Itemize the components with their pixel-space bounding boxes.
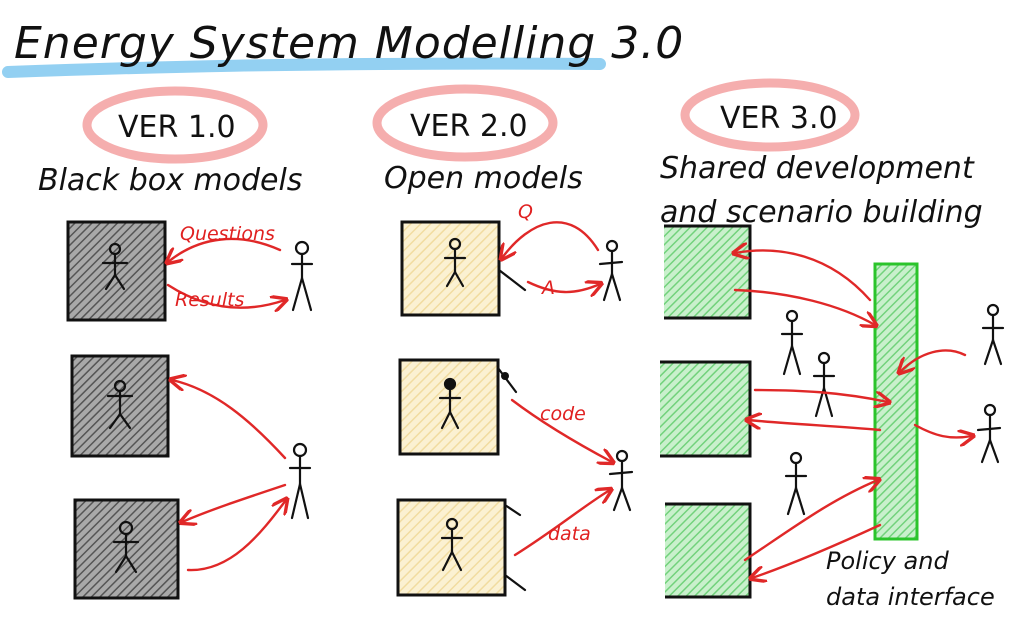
user-figure-1 <box>290 240 314 312</box>
arrow-shared-3b <box>752 523 882 578</box>
user-figure-3 <box>598 239 624 302</box>
label-results: Results <box>175 289 245 311</box>
shared-model-1 <box>664 224 752 320</box>
user-figure-7 <box>784 451 808 516</box>
arrow-shared-3a <box>743 480 878 562</box>
user-figure-6 <box>812 351 836 418</box>
arrow-q <box>502 221 600 258</box>
version-label-3: VER 3.0 <box>720 101 838 136</box>
arrow-a <box>526 282 600 292</box>
label-questions: Questions <box>180 223 275 245</box>
open-model-2 <box>398 358 518 456</box>
column-subtitle-1: Black box models <box>38 163 302 198</box>
column-subtitle-3-line1: Shared development <box>660 151 975 186</box>
black-box-model-3 <box>73 498 180 600</box>
shared-model-3 <box>665 502 752 599</box>
user-figure-4 <box>608 449 634 512</box>
interface-label-line2: data interface <box>826 583 995 611</box>
arrow-shared-1a <box>735 250 872 302</box>
arrow-shared-out <box>913 423 972 438</box>
arrow-shared-2b <box>748 420 882 432</box>
label-code: code <box>540 403 586 425</box>
user-figure-9 <box>976 403 1002 464</box>
title-underline <box>2 57 606 78</box>
user-figure-2 <box>288 442 312 520</box>
arrow-black-3a <box>182 483 287 522</box>
label-data: data <box>548 523 591 545</box>
user-figure-5 <box>780 309 804 376</box>
user-figure-8 <box>981 303 1005 366</box>
version-ellipse-3 <box>680 78 860 152</box>
arrow-black-3b <box>186 500 286 572</box>
open-model-3 <box>396 498 527 597</box>
version-label-2: VER 2.0 <box>410 109 528 144</box>
arrow-black-2 <box>172 380 287 460</box>
arrow-shared-in <box>900 349 967 372</box>
shared-model-2 <box>660 360 752 458</box>
version-ellipse-2 <box>372 84 558 162</box>
arrow-results <box>166 283 285 308</box>
open-model-1 <box>400 220 527 317</box>
interface-label-line1: Policy and <box>826 547 949 575</box>
modeller-figure <box>101 242 129 291</box>
arrow-code <box>510 398 612 462</box>
arrow-shared-2a <box>753 388 888 402</box>
version-label-1: VER 1.0 <box>118 110 236 145</box>
column-subtitle-2: Open models <box>384 161 583 196</box>
arrow-data <box>513 490 610 557</box>
label-q: Q <box>518 201 533 223</box>
page-title: Energy System Modelling 3.0 <box>14 18 684 69</box>
version-ellipse-1 <box>82 86 268 164</box>
column-subtitle-3-line2: and scenario building <box>660 195 983 230</box>
black-box-model-2 <box>70 354 170 458</box>
arrow-questions <box>168 237 282 262</box>
arrow-shared-1b <box>733 288 875 325</box>
label-a: A <box>540 277 555 299</box>
black-box-model-1 <box>66 220 167 322</box>
